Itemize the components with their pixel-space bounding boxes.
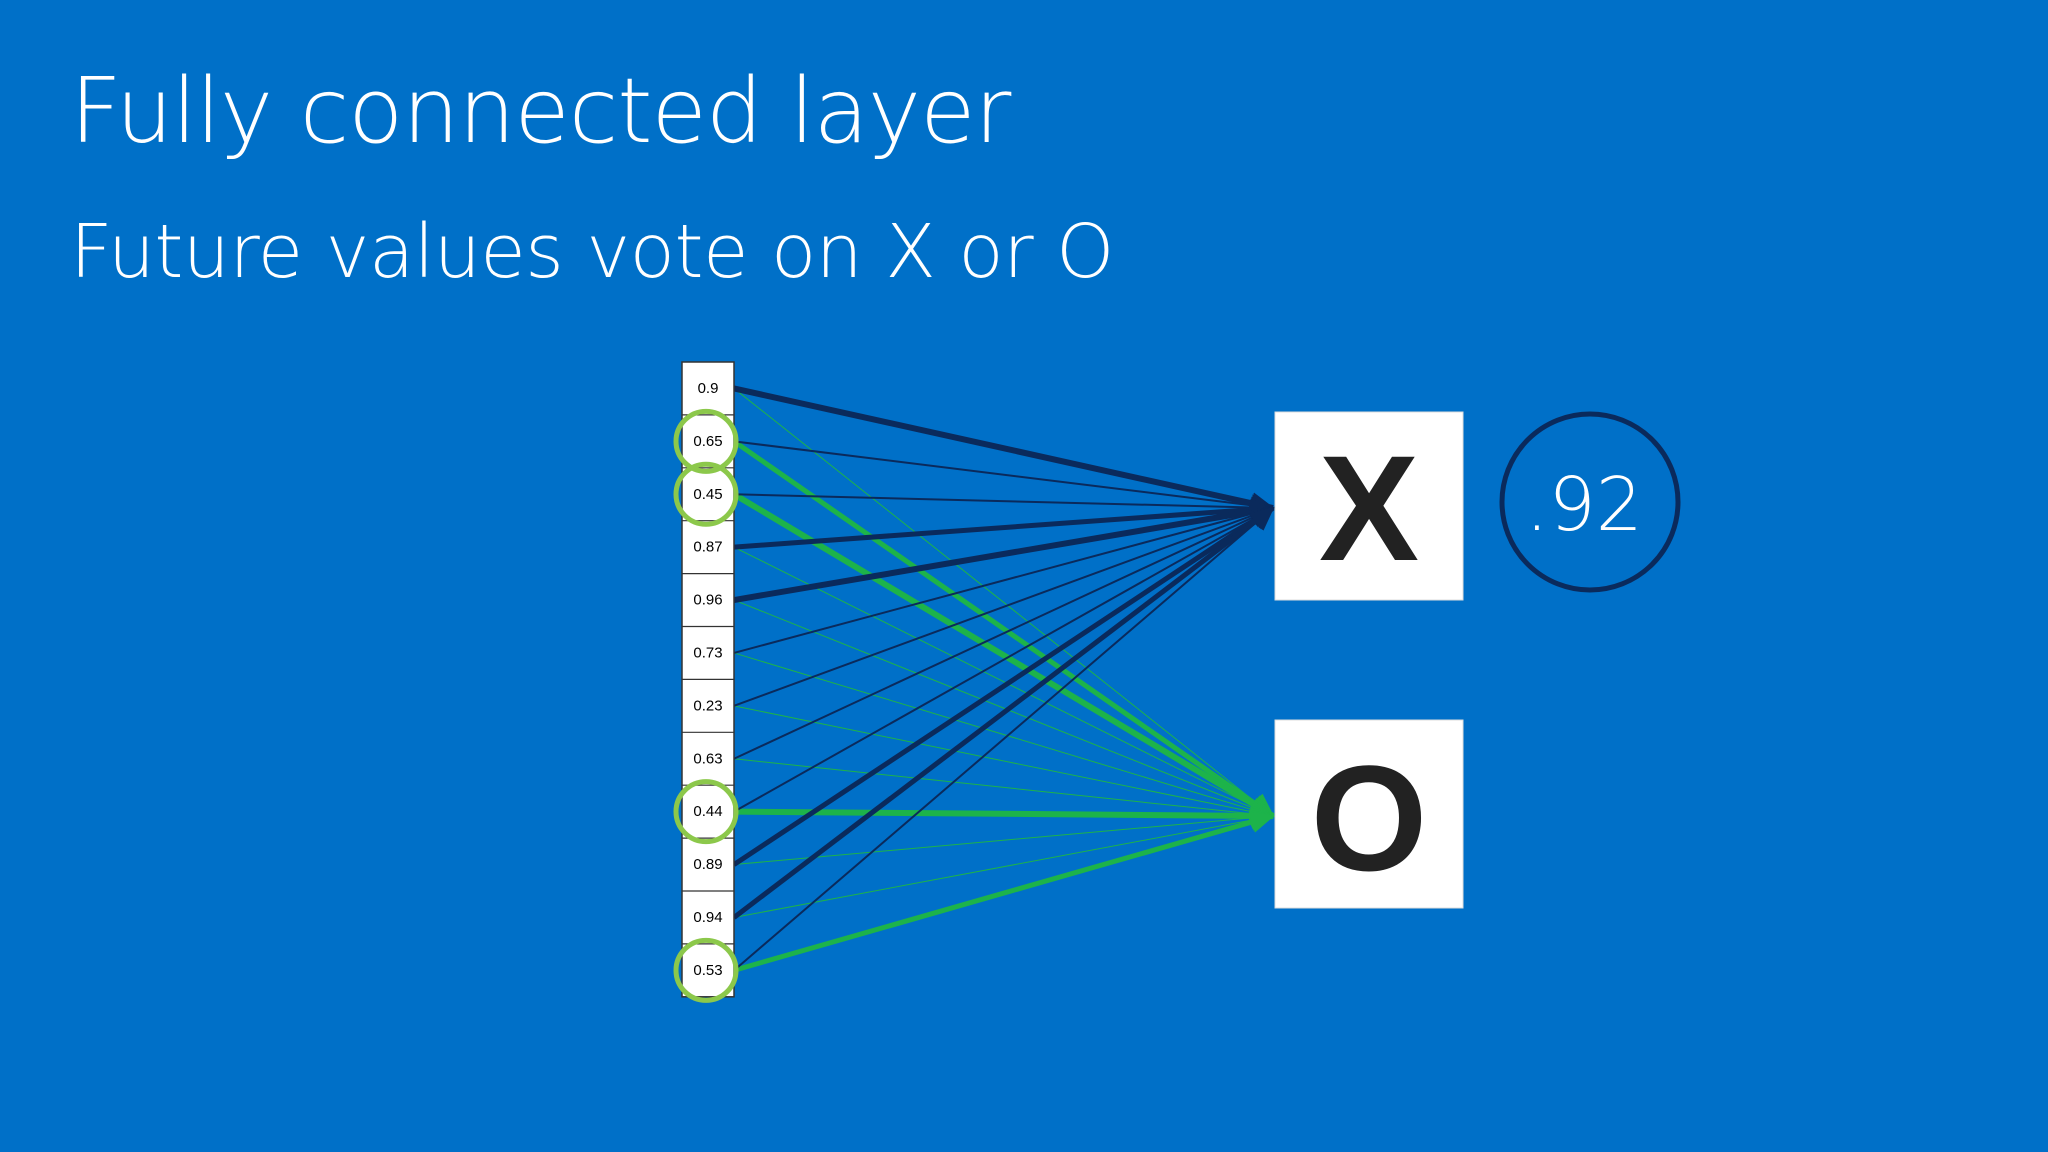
connection-to-x: [733, 493, 1275, 519]
connection-to-o: [733, 546, 1275, 817]
feature-vector: 0.9 0.65 0.45 0.87 0.96 0.73 0.23 0.63 0.44 0.89 0…: [681, 361, 735, 998]
connection-to-o: [733, 599, 1275, 819]
connection-to-x: [733, 440, 1275, 517]
connection-to-o: [733, 804, 1275, 827]
output-o-label: O: [1311, 734, 1428, 902]
slide-subtitle: Future values vote on X or O: [70, 209, 1114, 295]
slide-title: Fully connected layer: [70, 59, 1011, 164]
connection-to-o: [733, 807, 1275, 866]
highlight-circle: [673, 779, 739, 845]
highlight-circle: [673, 408, 739, 474]
connection-to-x: [732, 505, 1275, 867]
vector-value: 0.94: [693, 909, 722, 926]
connection-to-x: [733, 507, 1275, 813]
connection-to-x: [733, 500, 1275, 604]
vector-value: 0.45: [693, 486, 722, 503]
connection-to-x: [733, 498, 1275, 550]
connection-to-x: [733, 505, 1275, 707]
connection-to-o: [732, 491, 1275, 819]
vector-value: 0.96: [693, 592, 722, 609]
connection-to-o: [733, 811, 1275, 973]
connection-to-x: [733, 385, 1275, 514]
x-score: .92: [1525, 462, 1643, 548]
vector-value: 0.44: [693, 803, 722, 820]
vector-value: 0.89: [693, 856, 722, 873]
score-circle: [1499, 411, 1681, 593]
output-x-label: X: [1319, 424, 1419, 592]
connection-to-x: [732, 506, 1275, 920]
connection-to-x: [733, 507, 1275, 760]
vector-value: 0.23: [693, 697, 722, 714]
output-x-box: X: [1274, 411, 1464, 601]
highlight-circles: [673, 408, 739, 1003]
connection-to-o: [733, 705, 1275, 823]
connection-to-x: [733, 503, 1275, 654]
vector-value: 0.53: [693, 962, 722, 979]
vector-value: 0.73: [693, 644, 722, 661]
vector-value: 0.9: [698, 380, 719, 397]
output-o-box: O: [1274, 719, 1464, 909]
connection-to-o: [732, 439, 1275, 819]
vector-value: 0.63: [693, 750, 722, 767]
connection-lines: [732, 385, 1275, 973]
x-score-badge: .92: [1499, 411, 1681, 593]
connection-to-x: [733, 506, 1275, 972]
connection-to-o: [733, 758, 1275, 825]
connection-to-o: [733, 652, 1275, 821]
connection-to-o: [733, 809, 1275, 918]
highlight-circle: [673, 937, 739, 1003]
connection-to-o: [733, 388, 1275, 818]
vector-value: 0.65: [693, 433, 722, 450]
vector-value: 0.87: [693, 539, 722, 556]
highlight-circle: [673, 461, 739, 527]
